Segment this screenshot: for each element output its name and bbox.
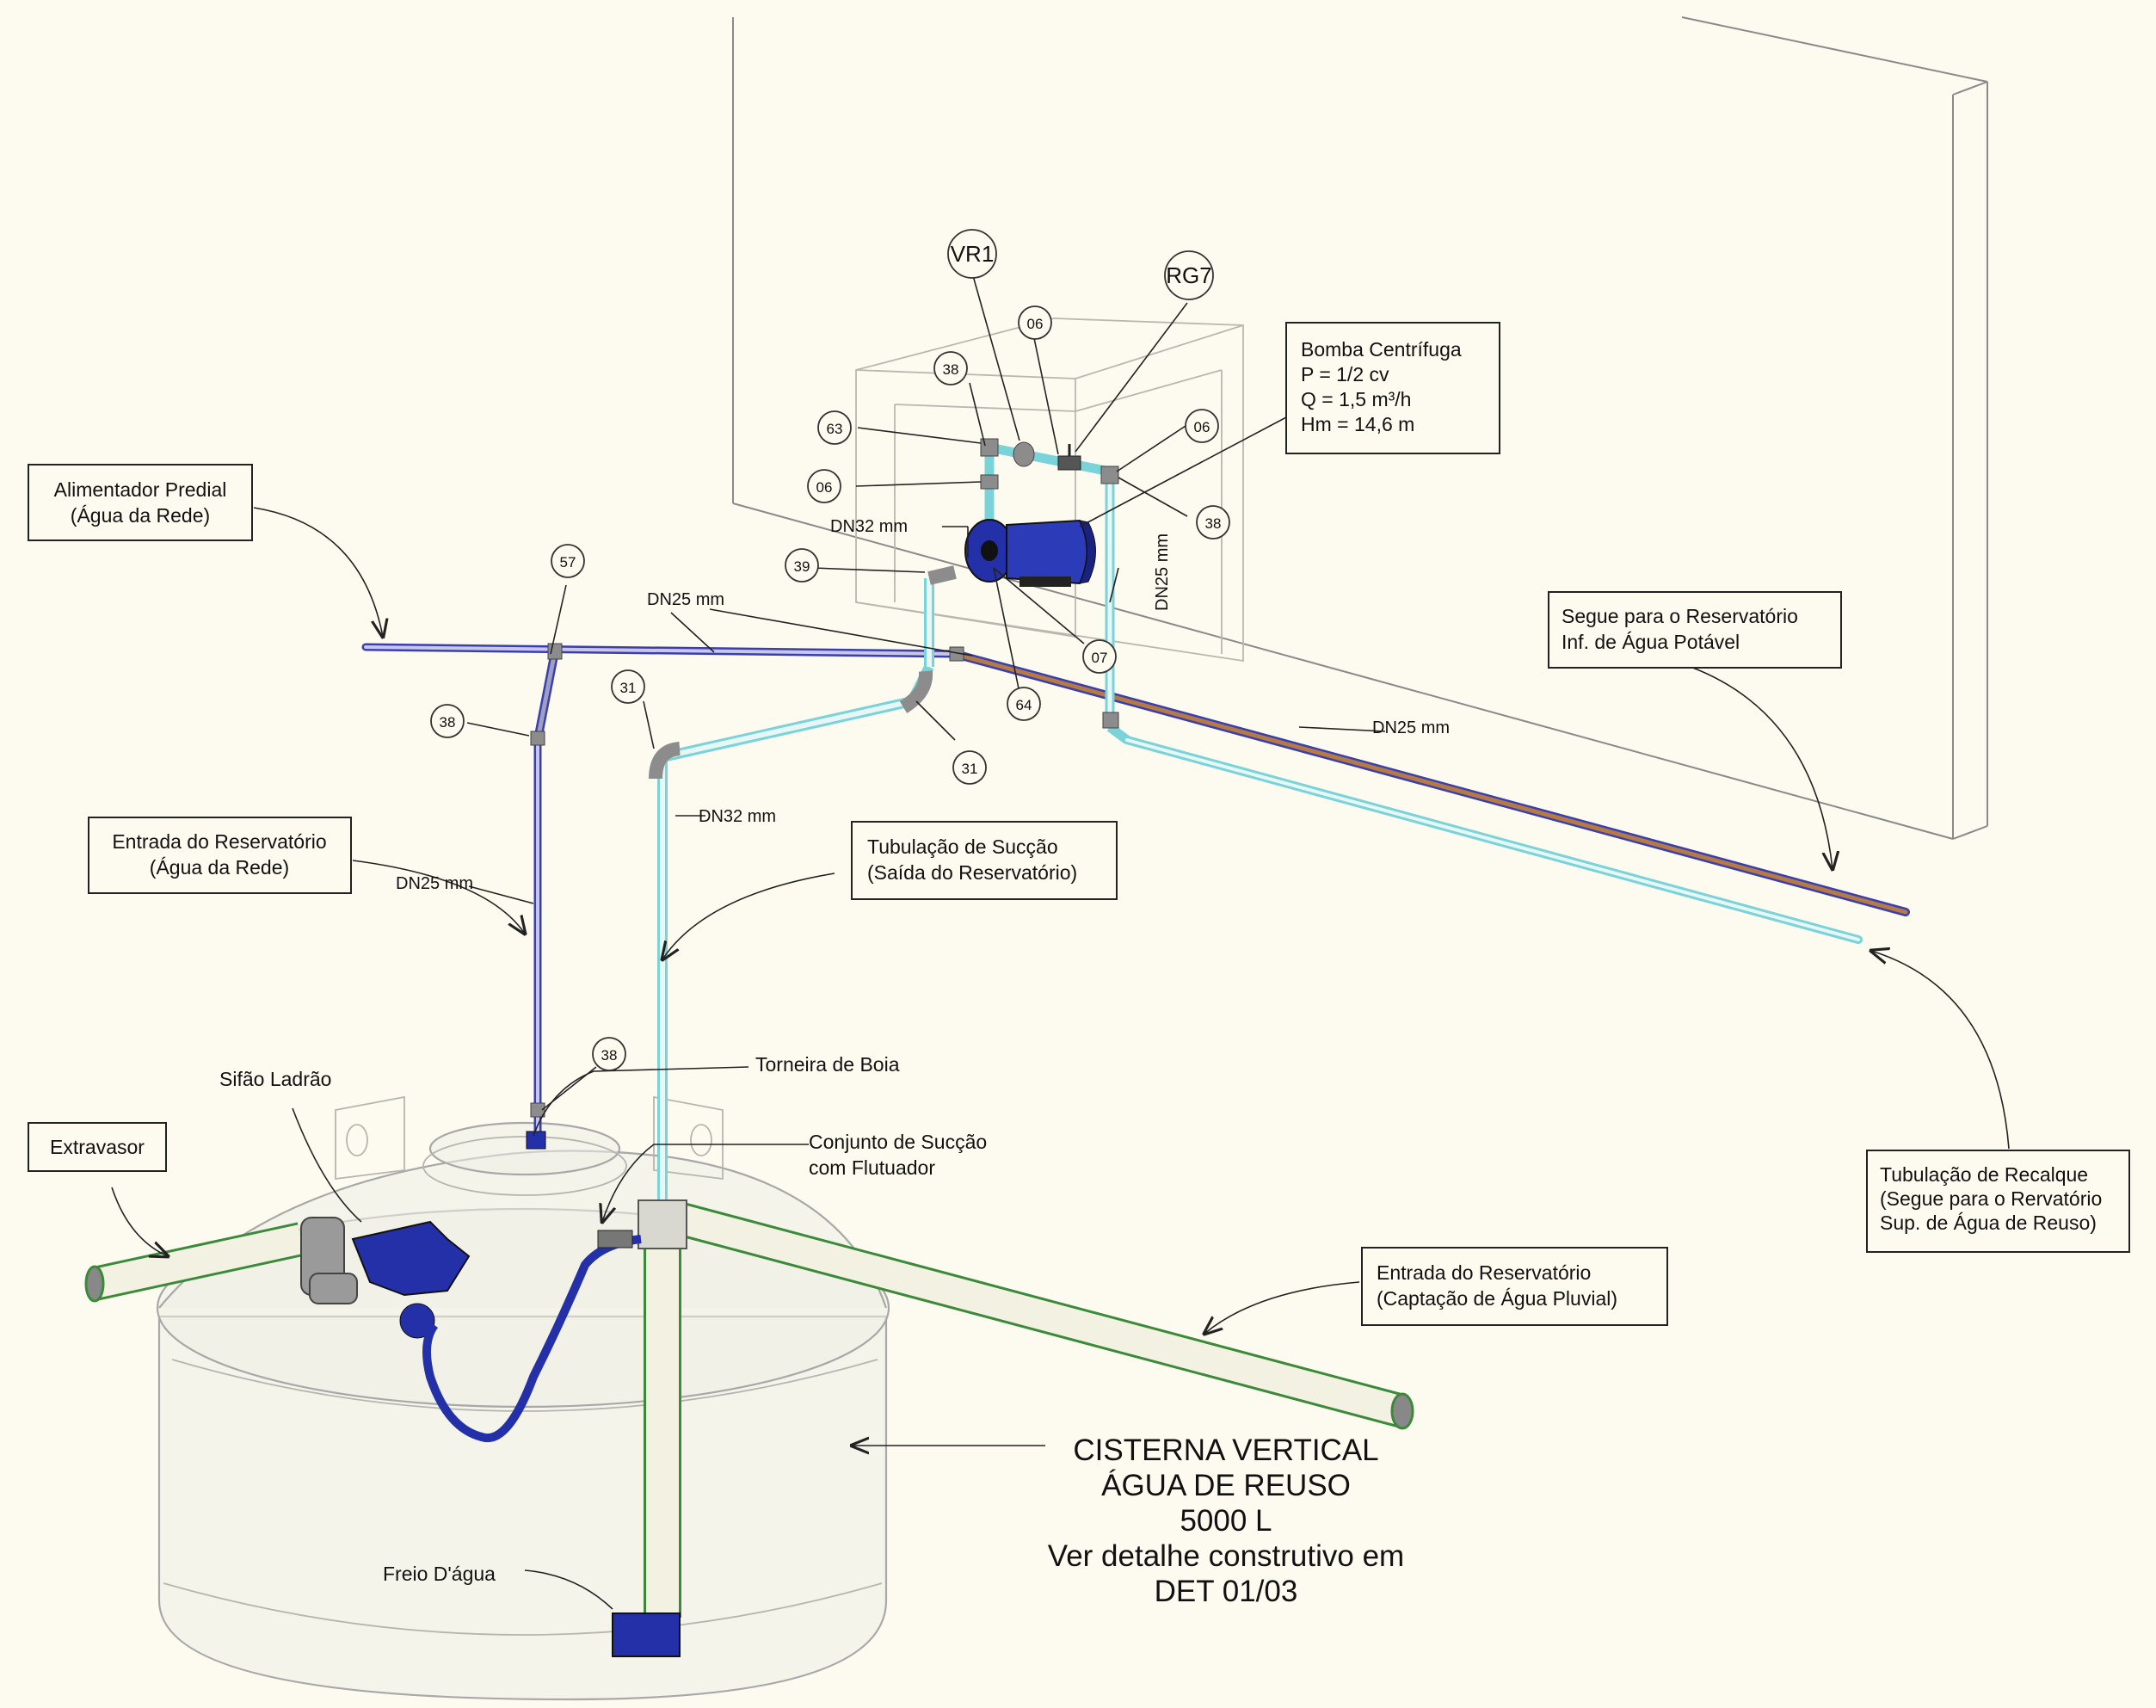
tag-63-text: 63 — [827, 421, 843, 437]
tag-38-b: 38 — [592, 1037, 626, 1071]
segue-potavel-sub-text: Inf. de Água Potável — [1562, 631, 1740, 653]
tag-31-a-text: 31 — [620, 680, 637, 696]
tag-38-a-text: 38 — [440, 714, 456, 731]
cisterna-line-2: ÁGUA DE REUSO — [1101, 1469, 1351, 1502]
cisterna-line-3: 5000 L — [1180, 1504, 1272, 1538]
segue-potavel-text: Segue para o Reservatório — [1562, 605, 1798, 627]
bomba-title-text: Bomba Centrífuga — [1301, 338, 1462, 361]
label-alimentador-predial: Alimentador Predial (Água da Rede) — [28, 464, 253, 541]
tag-39-text: 39 — [794, 558, 810, 575]
tag-38-d-text: 38 — [1205, 515, 1222, 532]
tag-06-c-text: 06 — [816, 479, 833, 496]
label-entrada-pluvial: Entrada do Reservatório (Captação de Águ… — [1361, 1247, 1668, 1326]
entrada-rede-sub-text: (Água da Rede) — [150, 856, 289, 879]
label-entrada-rede: Entrada do Reservatório (Água da Rede) — [88, 817, 352, 894]
cisterna-line-5: DET 01/03 — [1155, 1575, 1298, 1608]
label-recalque: Tubulação de Recalque (Segue para o Rerv… — [1866, 1150, 2130, 1253]
bomba-p-text: P = 1/2 cv — [1301, 363, 1389, 385]
centrifugal-pump — [964, 519, 1096, 587]
tag-38-b-text: 38 — [601, 1047, 618, 1064]
recalque-text: Tubulação de Recalque — [1880, 1163, 2088, 1186]
cisterna-line-4: Ver detalhe construtivo em — [1048, 1539, 1404, 1573]
tag-38-c-text: 38 — [943, 361, 959, 378]
tag-39: 39 — [785, 548, 819, 583]
tag-38-a: 38 — [430, 704, 465, 738]
cisterna-line-1: CISTERNA VERTICAL — [1073, 1434, 1378, 1467]
tag-06-a: 06 — [1018, 305, 1052, 340]
tag-64: 64 — [1007, 687, 1041, 721]
tag-06-b-text: 06 — [1194, 419, 1210, 435]
tag-63: 63 — [817, 410, 852, 445]
rainwater-inlet-pipe — [612, 1199, 1414, 1657]
tag-38-d: 38 — [1196, 505, 1230, 540]
label-tubulacao-succao: Tubulação de Sucção (Saída do Reservatór… — [851, 821, 1118, 900]
vr1-text: VR1 — [951, 241, 995, 267]
tag-06-b: 06 — [1185, 409, 1219, 443]
leader-lines — [111, 272, 2010, 1610]
tag-rg7: RG7 — [1164, 250, 1214, 300]
wall-structure — [732, 16, 1988, 840]
entrada-pluvial-text: Entrada do Reservatório — [1377, 1261, 1591, 1284]
suction-pipe — [649, 565, 957, 1205]
dn25-left-label: DN25 mm — [396, 874, 473, 893]
discharge-pipe — [980, 438, 1863, 944]
recalque-sub1-text: (Segue para o Rervatório — [1880, 1187, 2102, 1210]
tag-31-b-text: 31 — [962, 761, 978, 777]
label-bomba: Bomba Centrífuga P = 1/2 cv Q = 1,5 m³/h… — [1285, 322, 1500, 454]
tag-vr1: VR1 — [947, 229, 997, 279]
recalque-sub2-text: Sup. de Água de Reuso) — [1880, 1212, 2097, 1234]
tag-38-c: 38 — [933, 351, 968, 385]
conjunto-succao-text: Conjunto de Sucção — [809, 1131, 987, 1153]
entrada-rede-text: Entrada do Reservatório — [112, 830, 326, 853]
tag-06-c: 06 — [807, 469, 841, 503]
dn25-vertical-label: DN25 mm — [1153, 533, 1172, 611]
dn32-pump-label: DN32 mm — [830, 517, 908, 536]
alimentador-predial-text: Alimentador Predial — [54, 478, 227, 501]
alimentador-sub-text: (Água da Rede) — [71, 504, 210, 527]
tubulacao-succao-text: Tubulação de Sucção — [867, 836, 1058, 858]
tag-06-a-text: 06 — [1027, 316, 1044, 332]
label-segue-potavel: Segue para o Reservatório Inf. de Água P… — [1548, 591, 1842, 669]
conjunto-succao-sub-text: com Flutuador — [809, 1156, 935, 1179]
tag-31-a: 31 — [611, 669, 645, 704]
rg7-text: RG7 — [1166, 262, 1211, 288]
tag-07: 07 — [1082, 639, 1117, 674]
bomba-q-text: Q = 1,5 m³/h — [1301, 388, 1411, 410]
float-suction-hose — [422, 1230, 642, 1443]
dn32-suction-label: DN32 mm — [699, 807, 776, 826]
cisterna-title: CISTERNA VERTICAL ÁGUA DE REUSO 5000 L V… — [1048, 1434, 1404, 1608]
torneira-boia-text: Torneira de Boia — [755, 1053, 900, 1076]
pump-shelter — [855, 318, 1244, 663]
tag-07-text: 07 — [1092, 650, 1108, 666]
extravasor-text: Extravasor — [50, 1136, 145, 1158]
entrada-pluvial-sub-text: (Captação de Água Pluvial) — [1377, 1287, 1617, 1310]
label-extravasor: Extravasor — [28, 1122, 167, 1172]
tag-64-text: 64 — [1016, 697, 1032, 713]
freio-agua-text: Freio D'água — [383, 1563, 496, 1585]
tag-57: 57 — [551, 544, 585, 578]
tubulacao-succao-sub-text: (Saída do Reservatório) — [867, 861, 1077, 884]
dn25-top-label: DN25 mm — [647, 590, 724, 609]
dn25-right-label: DN25 mm — [1372, 718, 1450, 737]
tag-57-text: 57 — [560, 554, 576, 570]
bomba-hm-text: Hm = 14,6 m — [1301, 413, 1414, 435]
overflow-pipe — [84, 1217, 471, 1339]
tag-31-b: 31 — [952, 750, 987, 785]
sifao-ladrao-text: Sifão Ladrão — [219, 1068, 331, 1090]
